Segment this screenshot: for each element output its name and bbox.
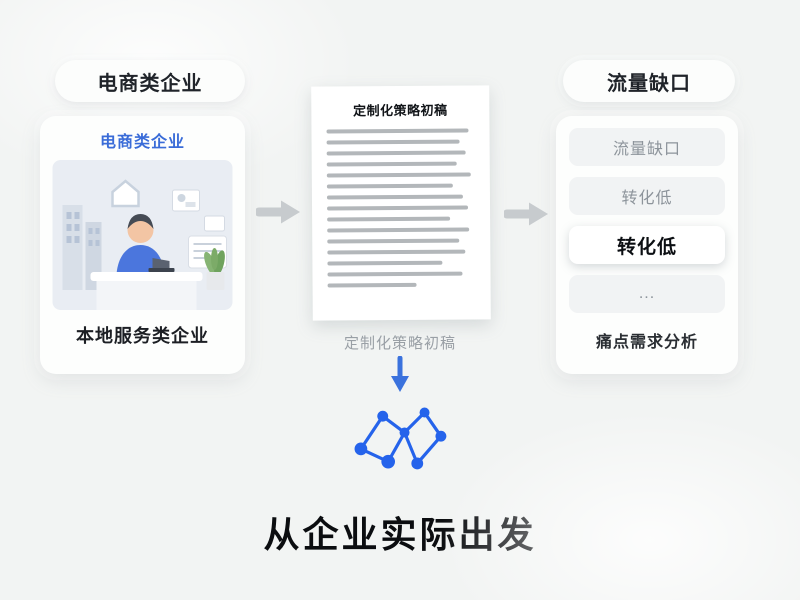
document-text-line	[326, 139, 460, 145]
pain-point-item: 转化低	[569, 226, 725, 264]
pain-point-item-label: 转化低	[616, 236, 677, 258]
document-text-line	[326, 161, 457, 167]
document-text-line	[327, 271, 463, 277]
strategy-document: 定制化策略初稿	[311, 85, 491, 321]
document-text-line	[326, 183, 453, 189]
arrow-right-icon	[504, 202, 548, 226]
pain-point-item-label: 流量缺口	[612, 141, 681, 158]
pain-point-item: ...	[569, 275, 725, 313]
document-text-line	[326, 172, 471, 178]
document-text-line	[327, 205, 468, 211]
document-text-line	[327, 260, 443, 266]
pain-point-list: 流量缺口 转化低 转化低 ...	[569, 128, 725, 324]
pain-point-card-caption: 痛点需求分析	[595, 334, 698, 351]
pain-point-item: 流量缺口	[569, 128, 725, 166]
enterprise-card-title: 电商类企业	[99, 134, 185, 151]
document-text-line	[327, 282, 417, 288]
network-graph-icon	[354, 407, 447, 470]
footer-headline: 从企业实际出发	[263, 514, 537, 555]
strategy-document-title: 定制化策略初稿	[353, 102, 448, 119]
arrow-right-icon	[256, 200, 300, 224]
traffic-gap-pill: 流量缺口	[563, 60, 735, 102]
document-text-line	[326, 128, 469, 134]
document-text-line	[326, 150, 466, 156]
traffic-gap-pill-label: 流量缺口	[607, 72, 691, 95]
enterprise-card-caption: 本地服务类企业	[76, 326, 209, 346]
ecommerce-pill: 电商类企业	[55, 60, 245, 102]
pain-point-card: 流量缺口 转化低 转化低 ... 痛点需求分析	[556, 116, 738, 374]
person-at-desk-illustration-icon	[52, 160, 233, 310]
document-text-line	[327, 227, 470, 233]
document-text-line	[326, 194, 464, 200]
pain-point-item-label: 转化低	[621, 190, 673, 207]
strategy-document-lines	[326, 128, 475, 288]
pain-point-item: 转化低	[569, 177, 725, 215]
pain-point-item-label: ...	[638, 285, 656, 302]
strategy-document-label: 定制化策略初稿	[343, 335, 456, 352]
document-text-line	[327, 238, 459, 244]
document-text-line	[327, 249, 465, 255]
enterprise-card: 电商类企业	[40, 116, 245, 374]
arrow-down-icon	[391, 356, 409, 392]
ecommerce-pill-label: 电商类企业	[97, 72, 203, 95]
document-text-line	[327, 216, 450, 222]
